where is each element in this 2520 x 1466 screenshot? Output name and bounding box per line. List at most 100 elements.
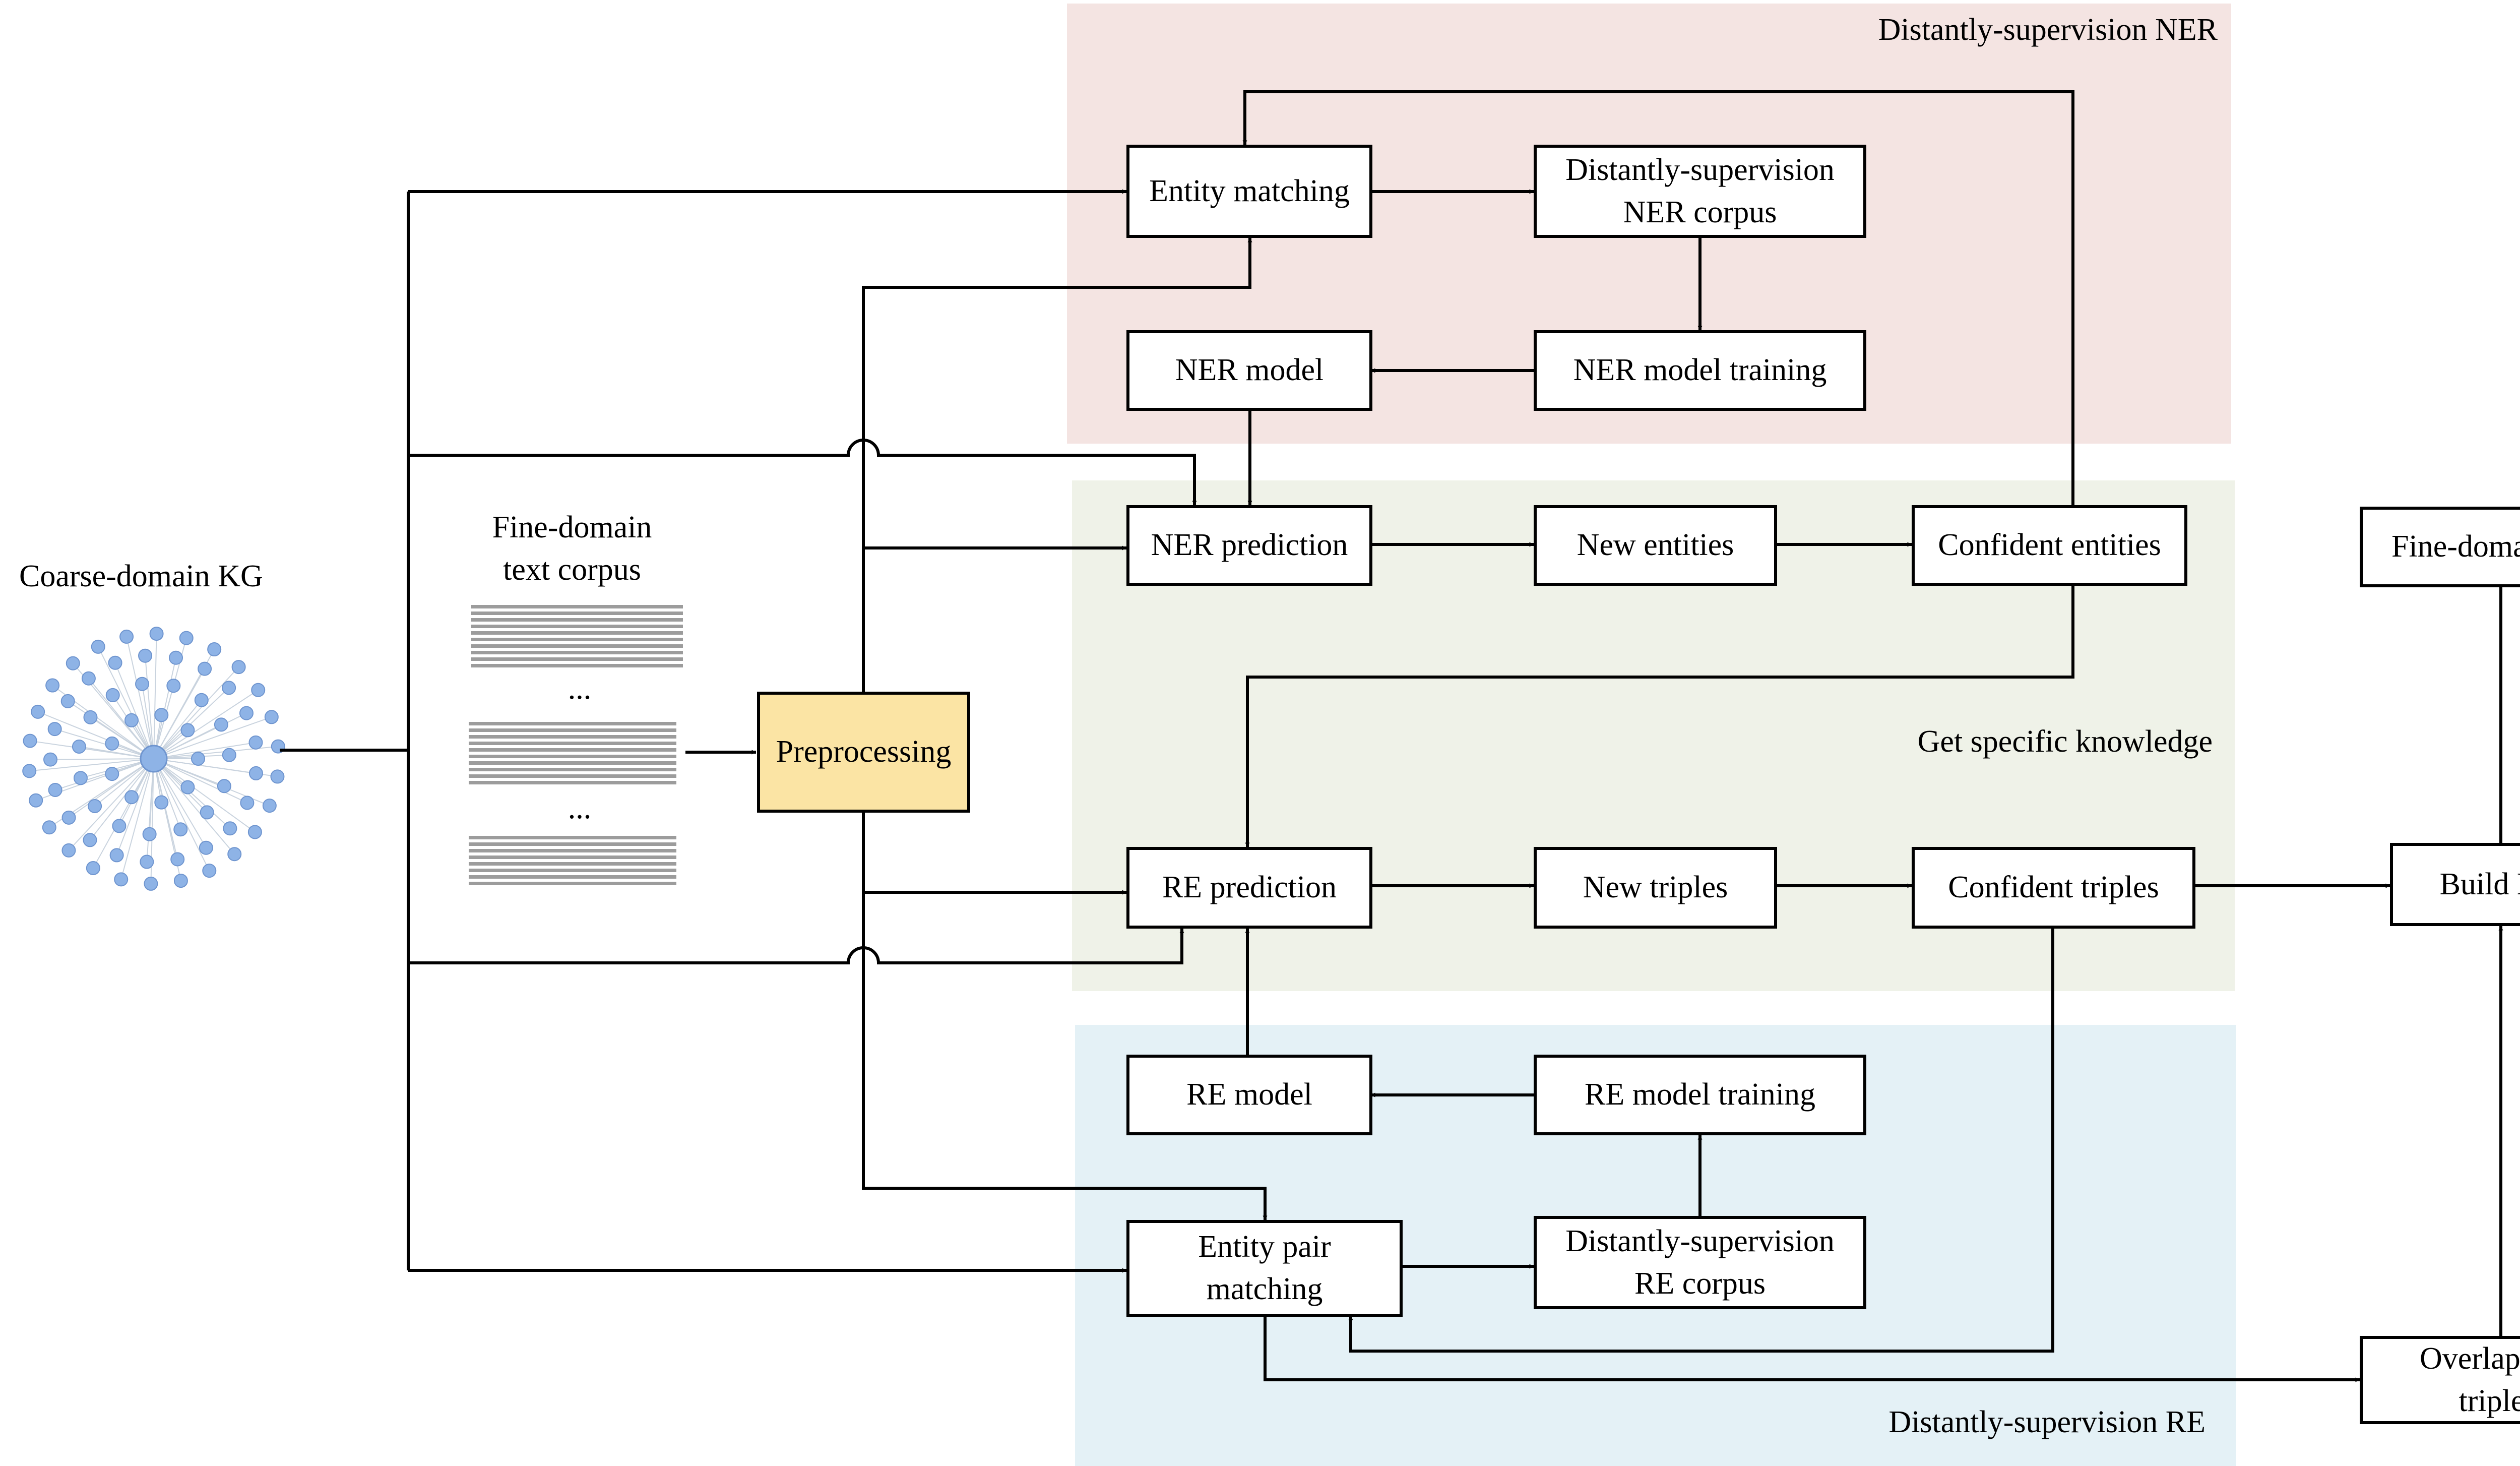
kg-edge [146, 758, 154, 862]
kg-node [222, 681, 236, 695]
kg-node [60, 694, 75, 708]
kg-node [270, 769, 285, 784]
kg-node [154, 708, 169, 722]
kg-edge [153, 716, 272, 759]
kg-node [173, 822, 188, 837]
re-zone-title: Distantly-supervision RE [1888, 1405, 2206, 1439]
kg-node [140, 854, 154, 869]
kg-node [154, 795, 169, 810]
kg-node [240, 796, 255, 810]
kg-node [29, 793, 43, 808]
corpus-ellipsis-1: ... [568, 671, 592, 706]
kg-edge [37, 711, 154, 759]
ner-zone-title: Distantly-supervision NER [1878, 13, 2218, 47]
kg-edge [153, 712, 247, 759]
confident-triples-box[interactable]: Confident triples [1912, 847, 2195, 929]
kg-node [105, 736, 119, 751]
kg-edge [114, 662, 154, 759]
kg-node [88, 799, 102, 813]
overlapping-line2: triples [2459, 1383, 2520, 1418]
re-model-training-box[interactable]: RE model training [1534, 1055, 1866, 1135]
entity-pair-line1: Entity pair [1198, 1230, 1331, 1264]
kg-node [262, 799, 277, 813]
kg-node [61, 843, 76, 858]
entity-pair-matching-box[interactable]: Entity pair matching [1126, 1220, 1403, 1317]
kg-node [108, 655, 122, 670]
preprocessing-box[interactable]: Preprocessing [757, 692, 970, 813]
kg-node [179, 631, 194, 645]
kg-node [248, 735, 263, 750]
corpus-label: Fine-domain text corpus [469, 507, 675, 591]
ner-prediction-box[interactable]: NER prediction [1126, 505, 1372, 586]
build-kg-box[interactable]: Build KG [2390, 843, 2520, 926]
kg-edge [153, 758, 231, 829]
ds-ner-corpus-box[interactable]: Distantly-supervision NER corpus [1534, 145, 1866, 238]
wire-pre-re-prediction [862, 813, 1127, 895]
kg-node [214, 717, 228, 732]
re-model-box[interactable]: RE model [1126, 1055, 1372, 1135]
ds-re-corpus-box[interactable]: Distantly-supervision RE corpus [1534, 1216, 1866, 1309]
kg-node [138, 648, 153, 663]
kg-node [142, 827, 157, 841]
kg-node [83, 710, 98, 724]
wire-confident-triples-entity-pair [1348, 926, 2054, 1353]
kg-node [149, 627, 164, 641]
kg-node [239, 706, 254, 720]
kg-node [83, 833, 97, 847]
kg-node [227, 847, 242, 862]
confident-entities-box[interactable]: Confident entities [1912, 505, 2187, 586]
kg-edge [153, 758, 256, 833]
kg-node [144, 876, 158, 891]
entity-matching-box[interactable]: Entity matching [1126, 145, 1372, 238]
kg-node [194, 693, 209, 707]
kg-edge [153, 758, 247, 804]
overlapping-triples-box[interactable]: Overlapping triples [2360, 1336, 2520, 1424]
kg-edge [153, 758, 235, 854]
kg-edge [153, 758, 210, 871]
kg-node [109, 848, 124, 863]
kg-node [72, 740, 86, 754]
kg-edge [89, 758, 154, 840]
overlapping-line1: Overlapping [2420, 1341, 2520, 1376]
ner-model-training-box[interactable]: NER model training [1534, 330, 1866, 411]
knowledge-zone-title: Get specific knowledge [1917, 724, 2213, 759]
connectors [280, 90, 2503, 1382]
corpus-ellipsis-2: ... [568, 791, 592, 825]
ds-ner-corpus-line2: NER corpus [1623, 195, 1777, 229]
new-entities-box[interactable]: New entities [1534, 505, 1777, 586]
kg-node [22, 764, 37, 778]
corpus-document-3 [469, 836, 676, 888]
kg-node [61, 810, 76, 825]
wire-kg-re-prediction [408, 928, 1184, 964]
kg-node [124, 713, 139, 727]
kg-edge [153, 657, 176, 759]
corpus-document-2 [469, 722, 676, 787]
corpus-label-line1: Fine-domain [492, 510, 652, 544]
kg-node [105, 767, 119, 781]
kg-node [247, 825, 262, 839]
kg-node [248, 766, 263, 780]
kg-edge [55, 758, 154, 790]
kg-node [73, 771, 88, 785]
new-triples-box[interactable]: New triples [1534, 847, 1777, 929]
kg-node [48, 782, 62, 797]
fine-domain-kg-box[interactable]: Fine-domain KG [2360, 507, 2520, 587]
kg-node [217, 779, 231, 793]
kg-edge [153, 742, 256, 759]
kg-node [223, 821, 237, 836]
wire-confident-entities-re-prediction [1245, 585, 2074, 847]
kg-edge [153, 634, 157, 759]
kg-node [173, 874, 188, 888]
kg-edge [68, 701, 154, 759]
kg-edge [120, 758, 154, 880]
kg-node [180, 723, 195, 738]
kg-node [47, 722, 62, 737]
corpus-document-1 [471, 605, 683, 670]
entity-pair-line2: matching [1206, 1272, 1323, 1306]
kg-node [199, 840, 213, 855]
ner-model-box[interactable]: NER model [1126, 330, 1372, 411]
kg-node [105, 688, 120, 702]
kg-node [202, 864, 217, 878]
re-prediction-box[interactable]: RE prediction [1126, 847, 1372, 929]
